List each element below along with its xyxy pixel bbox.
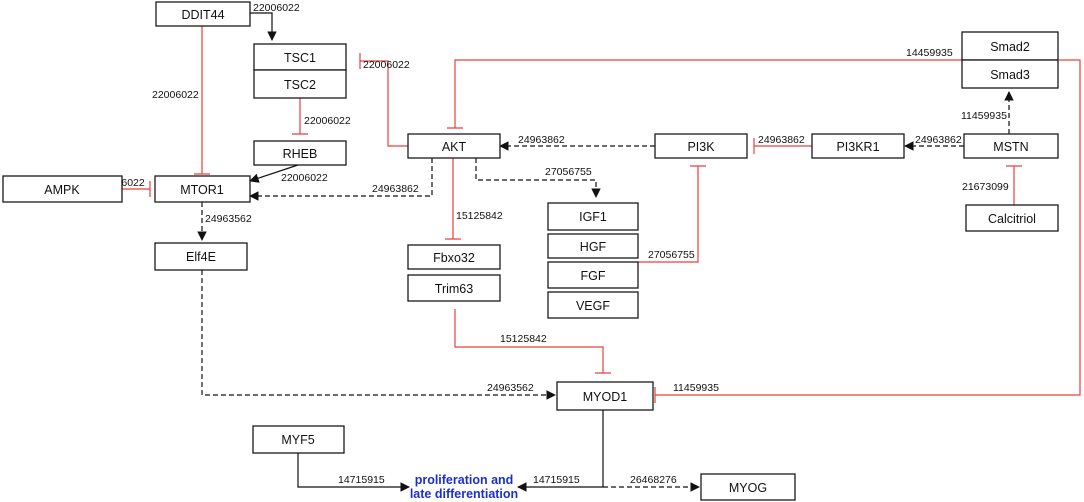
edge-label-myf5-outcome: 14715915 bbox=[338, 474, 385, 486]
svg-text:IGF1: IGF1 bbox=[579, 210, 607, 224]
edge-label-myod1-outcome: 14715915 bbox=[533, 474, 580, 486]
node-tsc2[interactable]: TSC2 bbox=[253, 69, 347, 99]
node-ddit44[interactable]: DDIT44 bbox=[155, 1, 251, 27]
svg-text:Smad3: Smad3 bbox=[990, 68, 1030, 82]
edge-label-trim63-myod1: 15125842 bbox=[500, 333, 547, 345]
edge-label-ddit44-tsc1: 22006022 bbox=[253, 2, 300, 14]
node-akt[interactable]: AKT bbox=[407, 133, 501, 159]
svg-text:PI3K: PI3K bbox=[687, 140, 715, 154]
edge-label-pi3kr1-pi3k: 24963862 bbox=[758, 134, 805, 146]
node-pi3k[interactable]: PI3K bbox=[654, 133, 748, 159]
edge-label-pi3k-akt: 24963862 bbox=[518, 134, 565, 146]
node-myf5[interactable]: MYF5 bbox=[252, 425, 345, 454]
edge-label-tsc2-rheb: 22006022 bbox=[304, 115, 351, 127]
svg-text:Smad2: Smad2 bbox=[990, 40, 1030, 54]
node-fgf[interactable]: FGF bbox=[547, 261, 639, 289]
edge-label-akt-growth: 27056755 bbox=[545, 166, 592, 178]
svg-text:MSTN: MSTN bbox=[993, 140, 1028, 154]
svg-text:MYOG: MYOG bbox=[729, 481, 767, 495]
edge-label-mstn-smad3: 11459935 bbox=[961, 110, 1007, 122]
node-rheb[interactable]: RHEB bbox=[253, 140, 347, 166]
inhibit-smad-myod1 bbox=[654, 59, 1081, 403]
edge-elf4e-myod1 bbox=[201, 270, 556, 400]
inhibit-akt-tsc bbox=[359, 53, 408, 147]
svg-text:Trim63: Trim63 bbox=[435, 282, 473, 296]
edge-label-akt-tsc: 22006022 bbox=[363, 59, 410, 71]
svg-text:TSC1: TSC1 bbox=[284, 51, 316, 65]
node-vegf[interactable]: VEGF bbox=[547, 291, 639, 319]
inhibit-tsc2-rheb bbox=[292, 98, 308, 135]
edge-myf5-outcome bbox=[297, 453, 410, 492]
svg-text:FGF: FGF bbox=[581, 269, 606, 283]
edge-label-myod1-myog: 26468276 bbox=[630, 474, 677, 486]
edge-akt-growth-factors bbox=[475, 158, 601, 198]
inhibit-ampk-mtor1 bbox=[122, 181, 151, 197]
svg-text:MTOR1: MTOR1 bbox=[180, 183, 224, 197]
node-mtor1[interactable]: MTOR1 bbox=[154, 175, 251, 203]
node-trim63[interactable]: Trim63 bbox=[407, 274, 501, 302]
edge-label-calcitriol-mstn: 21673099 bbox=[962, 181, 1009, 193]
edge-ddit44-tsc1 bbox=[250, 12, 277, 41]
edge-label-elf4e-myod1: 24963562 bbox=[487, 382, 534, 394]
svg-text:PI3KR1: PI3KR1 bbox=[836, 140, 879, 154]
inhibit-trim63-myod1 bbox=[454, 309, 611, 374]
inhibit-smad-akt bbox=[447, 59, 962, 129]
edge-label-mtor1-elf4e: 24963562 bbox=[205, 213, 252, 225]
outcome-line-2: late differentiation bbox=[410, 487, 518, 501]
node-fbxo32[interactable]: Fbxo32 bbox=[407, 244, 501, 270]
svg-text:TSC2: TSC2 bbox=[284, 78, 316, 92]
edge-label-rheb-mtor1: 22006022 bbox=[281, 172, 328, 184]
edge-label-akt-mtor1: 24963862 bbox=[372, 183, 419, 195]
node-calcitriol[interactable]: Calcitriol bbox=[965, 204, 1059, 232]
outcome-line-1: proliferation and bbox=[415, 473, 514, 487]
edge-label-smad-myod1: 11459935 bbox=[673, 382, 719, 394]
edge-rheb-mtor1 bbox=[249, 164, 299, 183]
inhibit-pi3kr1-pi3k bbox=[753, 138, 812, 154]
inhibit-ddit44-mtor1 bbox=[194, 26, 210, 175]
node-elf4e[interactable]: Elf4E bbox=[154, 242, 248, 271]
edge-label-ddit44-mtor1: 22006022 bbox=[152, 89, 199, 101]
edge-label-akt-fbxo32: 15125842 bbox=[456, 210, 503, 222]
inhibit-akt-fbxo32 bbox=[445, 158, 461, 240]
node-myod1[interactable]: MYOD1 bbox=[556, 381, 654, 411]
node-mstn[interactable]: MSTN bbox=[963, 133, 1059, 159]
node-hgf[interactable]: HGF bbox=[547, 233, 639, 259]
node-pi3kr1[interactable]: PI3KR1 bbox=[811, 133, 905, 159]
svg-text:AMPK: AMPK bbox=[44, 183, 80, 197]
node-ampk[interactable]: AMPK bbox=[2, 175, 123, 203]
edge-label-fgf-pi3k: 27056755 bbox=[648, 249, 695, 261]
node-smad2[interactable]: Smad2 bbox=[961, 31, 1059, 61]
edge-akt-mtor1 bbox=[249, 158, 433, 201]
svg-text:DDIT44: DDIT44 bbox=[181, 8, 224, 22]
svg-text:Fbxo32: Fbxo32 bbox=[433, 251, 475, 265]
inhibit-calcitriol-mstn bbox=[1006, 165, 1022, 205]
edge-label-mstn-pi3kr1: 24963862 bbox=[915, 134, 962, 146]
svg-text:MYOD1: MYOD1 bbox=[583, 390, 628, 404]
node-smad3[interactable]: Smad3 bbox=[961, 59, 1059, 89]
svg-text:HGF: HGF bbox=[580, 240, 607, 254]
node-tsc1[interactable]: TSC1 bbox=[253, 43, 347, 71]
edge-label-smad-akt: 14459935 bbox=[906, 47, 953, 59]
svg-text:Elf4E: Elf4E bbox=[186, 250, 216, 264]
svg-text:Calcitriol: Calcitriol bbox=[988, 212, 1036, 226]
node-myog[interactable]: MYOG bbox=[700, 473, 796, 501]
svg-text:MYF5: MYF5 bbox=[281, 433, 314, 447]
svg-text:VEGF: VEGF bbox=[576, 299, 610, 313]
inhibit-fgf-pi3k bbox=[638, 165, 706, 263]
svg-text:RHEB: RHEB bbox=[283, 147, 318, 161]
node-igf1[interactable]: IGF1 bbox=[547, 202, 639, 231]
svg-text:AKT: AKT bbox=[442, 140, 467, 154]
